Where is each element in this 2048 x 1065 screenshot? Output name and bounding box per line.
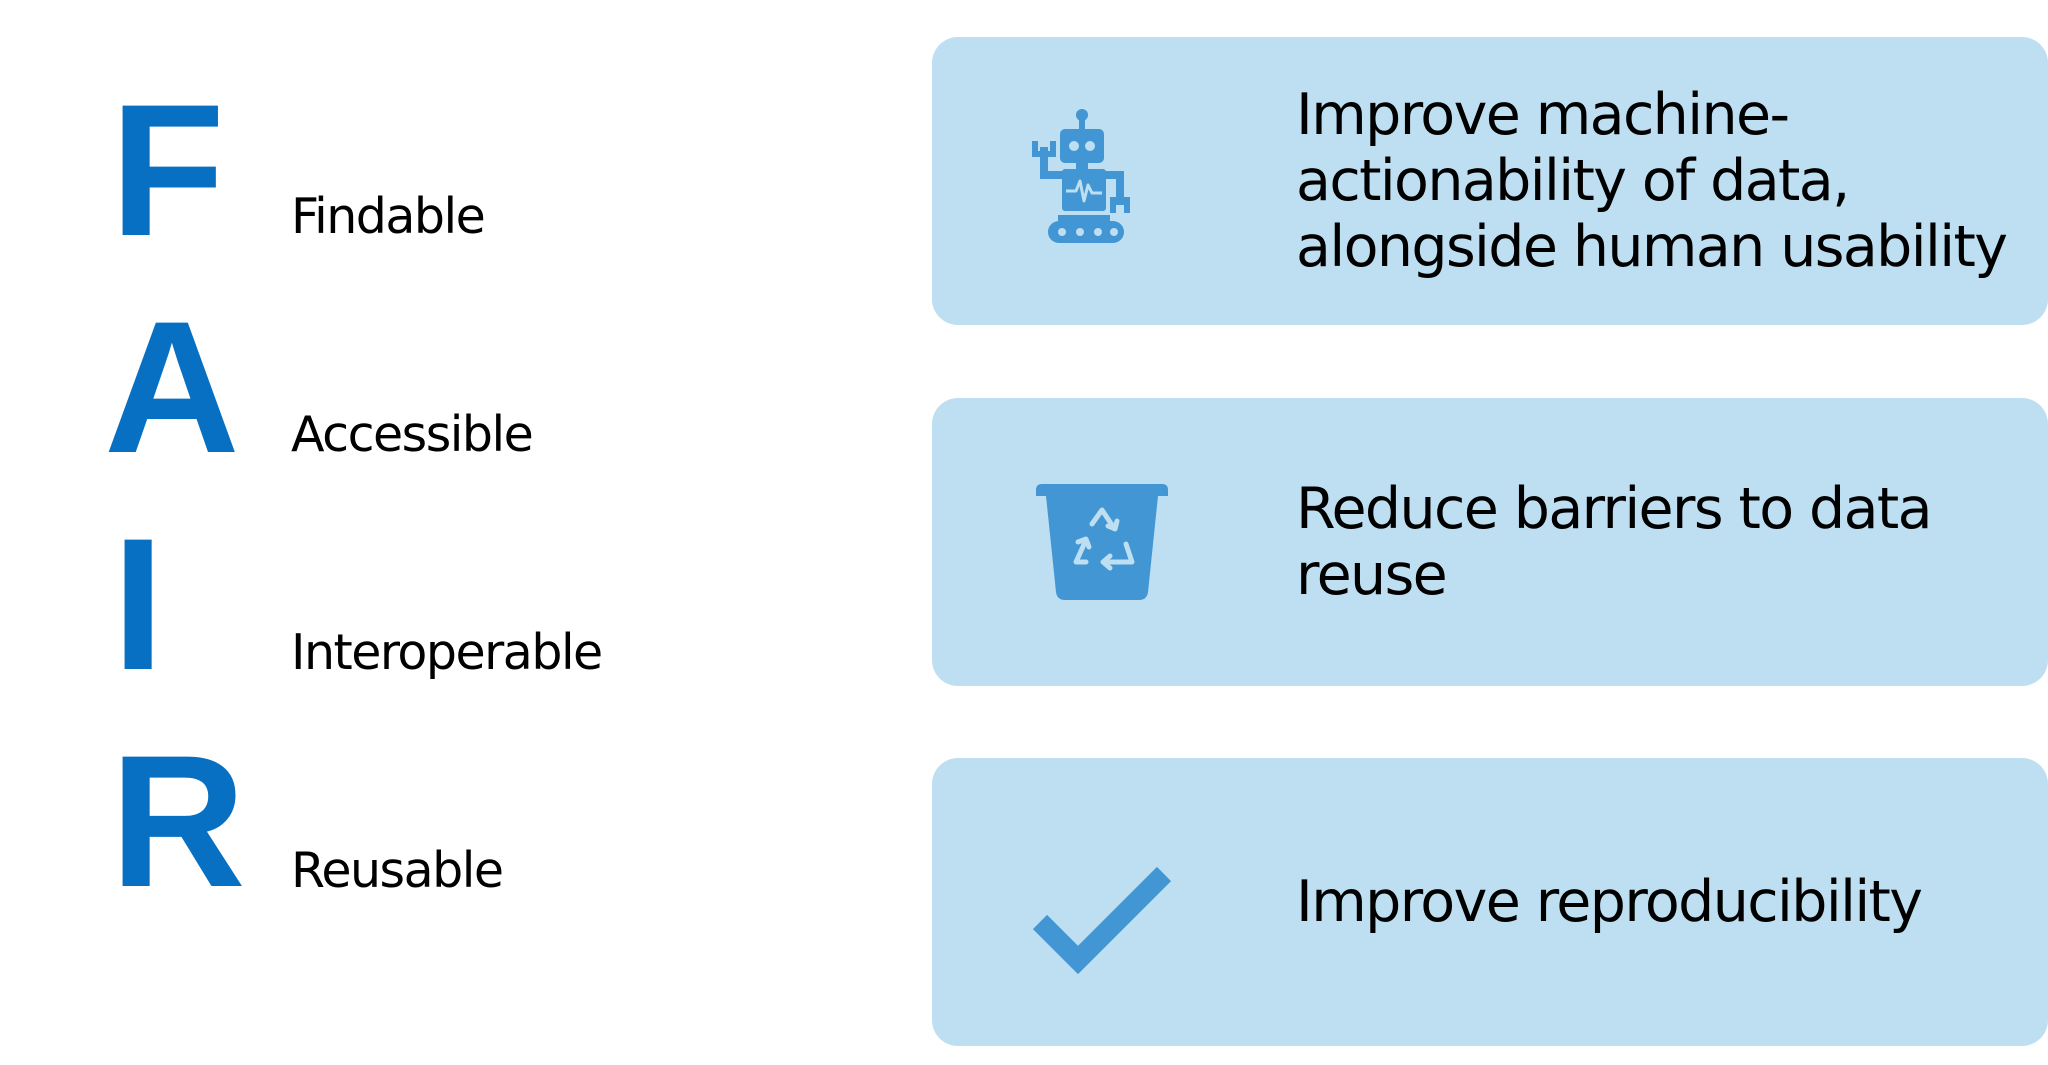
word-reusable: Reusable [291,842,504,899]
letter-i: I [112,499,165,709]
goal-text-reproducibility: Improve reproducibility [1296,869,1923,935]
goal-panel-reduce-barriers: Reduce barriers to data reuse [932,398,2048,686]
goal-panel-machine-actionability: Improve machine-actionability of data, a… [932,37,2048,325]
word-accessible: Accessible [291,406,534,463]
robot-icon [1022,101,1182,261]
letter-f: F [110,65,225,275]
checkmark-icon [1022,822,1182,982]
goal-panel-reproducibility: Improve reproducibility [932,758,2048,1046]
word-interoperable: Interoperable [291,624,603,681]
goal-text-reduce-barriers: Reduce barriers to data reuse [1296,476,1933,608]
letter-a: A [104,282,240,492]
goal-text-machine-actionability: Improve machine-actionability of data, a… [1296,82,2008,280]
word-findable: Findable [291,188,486,245]
letter-r: R [110,716,246,926]
recycle-bin-icon [1022,462,1182,622]
